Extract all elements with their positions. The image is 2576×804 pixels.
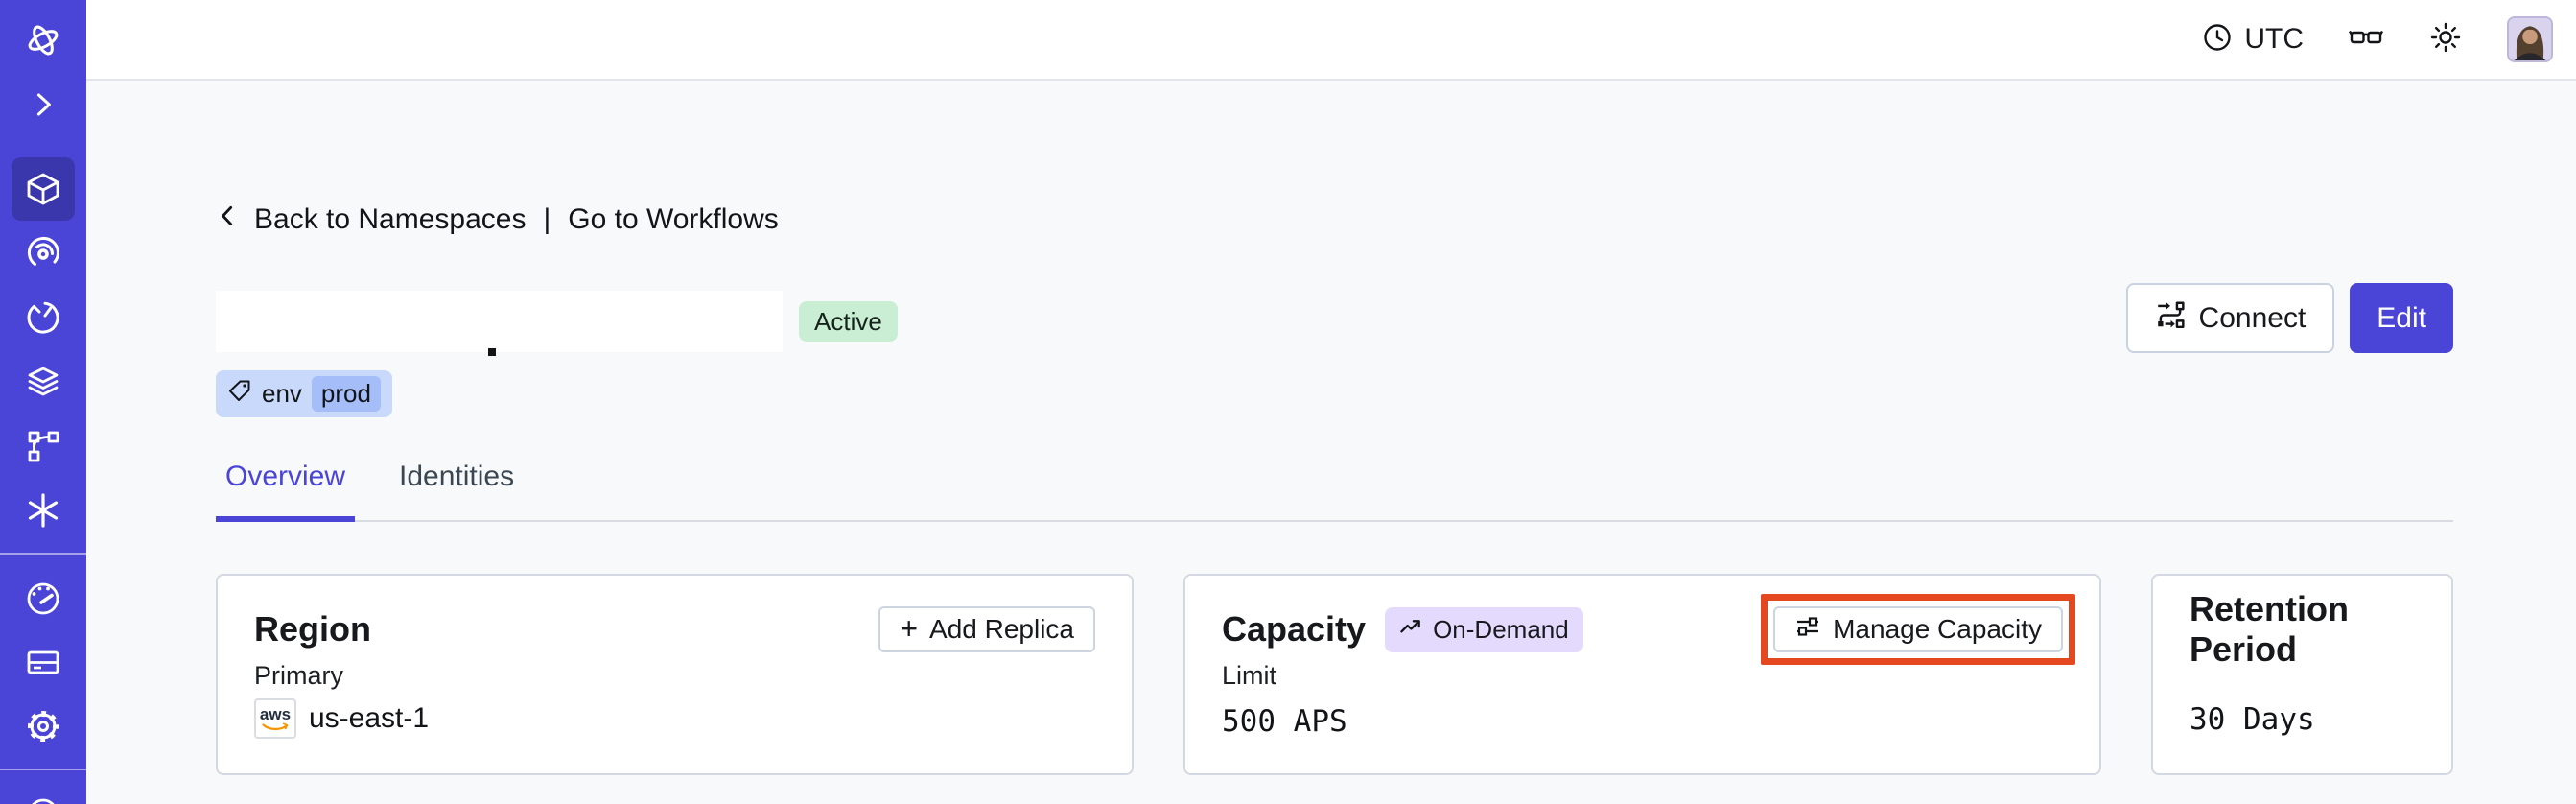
- region-value: us-east-1: [309, 702, 430, 734]
- sidebar-nav: [0, 0, 86, 804]
- region-card: Region + Add Replica Primary aws: [216, 574, 1134, 775]
- sidebar-item-logo[interactable]: [12, 9, 75, 72]
- chevron-left-icon: [216, 203, 241, 236]
- aws-logo-text: aws: [259, 704, 292, 723]
- sidebar-item-billing[interactable]: [12, 630, 75, 694]
- sidebar-divider-bottom: [0, 769, 86, 770]
- gear-icon: [22, 705, 64, 747]
- sliders-icon: [1794, 613, 1821, 647]
- credit-card-icon: [22, 641, 64, 683]
- tag-key-label: env: [262, 379, 302, 408]
- status-badge: Active: [799, 301, 898, 342]
- capacity-value: 500 APS: [1222, 704, 1347, 739]
- tab-identities[interactable]: Identities: [399, 461, 515, 492]
- connect-flow-icon: [2155, 299, 2186, 338]
- capacity-card: Capacity On-Demand: [1183, 574, 2101, 775]
- chevron-right-icon: [24, 85, 62, 124]
- region-card-title: Region: [254, 609, 371, 649]
- sidebar-item-workflows[interactable]: [12, 222, 75, 285]
- go-to-workflows-link[interactable]: Go to Workflows: [568, 203, 779, 236]
- aws-smile-icon: [262, 721, 289, 730]
- on-demand-badge: On-Demand: [1385, 606, 1583, 652]
- edit-button-label: Edit: [2377, 301, 2426, 334]
- sidebar-expand-button[interactable]: [12, 73, 75, 136]
- tags-row: env prod: [216, 370, 2453, 417]
- plus-icon: +: [900, 610, 919, 646]
- top-bar: UTC: [86, 0, 2576, 81]
- timezone-selector[interactable]: UTC: [2202, 22, 2304, 58]
- sidebar-item-batch[interactable]: [12, 350, 75, 414]
- retention-value: 30 Days: [2190, 702, 2315, 737]
- user-avatar[interactable]: [2507, 16, 2553, 62]
- glasses-icon: [2348, 23, 2384, 57]
- namespace-title-redacted: [216, 291, 783, 352]
- tag-value-chip: prod: [311, 376, 381, 412]
- connect-button-label: Connect: [2198, 301, 2307, 334]
- spiral-icon: [22, 232, 64, 274]
- branch-icon: [22, 425, 64, 467]
- capacity-field-label: Limit: [1222, 661, 1277, 690]
- timezone-label: UTC: [2244, 23, 2304, 55]
- aws-provider-badge: aws: [254, 698, 296, 739]
- support-icon: [22, 792, 64, 804]
- sidebar-item-nexus[interactable]: [12, 479, 75, 542]
- sidebar-item-usage[interactable]: [12, 566, 75, 629]
- temporal-logo-icon: [21, 18, 65, 62]
- overview-cards: Region + Add Replica Primary aws: [216, 574, 2453, 775]
- on-demand-label: On-Demand: [1433, 615, 1569, 644]
- tag-icon: [227, 378, 252, 410]
- manage-capacity-button[interactable]: Manage Capacity: [1773, 606, 2063, 652]
- sidebar-divider: [0, 553, 86, 555]
- theme-toggle[interactable]: [2428, 20, 2463, 59]
- asterisk-icon: [22, 489, 64, 532]
- sidebar-item-support[interactable]: [12, 782, 75, 804]
- manage-capacity-label: Manage Capacity: [1833, 614, 2042, 644]
- sidebar-item-namespaces[interactable]: [12, 157, 75, 221]
- brightness-icon: [2428, 20, 2463, 59]
- breadcrumb-back-label: Back to Namespaces: [254, 203, 527, 235]
- breadcrumb-workflows-label: Go to Workflows: [568, 203, 779, 235]
- tab-bar: Overview Identities: [216, 461, 2453, 522]
- back-to-namespaces-link[interactable]: Back to Namespaces: [216, 203, 526, 236]
- add-replica-button[interactable]: + Add Replica: [878, 606, 1095, 652]
- page-content: Back to Namespaces | Go to Workflows Act…: [86, 81, 2576, 775]
- layers-icon: [22, 361, 64, 403]
- edit-button[interactable]: Edit: [2350, 283, 2453, 353]
- timer-icon: [22, 296, 64, 339]
- breadcrumb: Back to Namespaces | Go to Workflows: [216, 203, 2453, 236]
- retention-card-title: Retention Period: [2190, 589, 2349, 669]
- namespace-title-row: Active: [216, 283, 2453, 356]
- capacity-card-title: Capacity: [1222, 609, 1367, 649]
- redacted-text-remnant: [488, 348, 496, 356]
- tab-overview[interactable]: Overview: [216, 461, 356, 522]
- env-tag-badge: env prod: [216, 370, 392, 417]
- clock-icon: [2202, 22, 2233, 58]
- breadcrumb-separator: |: [543, 203, 551, 235]
- sidebar-item-deployments[interactable]: [12, 414, 75, 478]
- sidebar-item-settings[interactable]: [12, 695, 75, 758]
- sidebar-item-schedules[interactable]: [12, 286, 75, 349]
- trending-up-icon: [1399, 616, 1423, 644]
- cube-icon: [22, 168, 64, 210]
- gauge-icon: [22, 577, 64, 619]
- add-replica-label: Add Replica: [929, 614, 1074, 644]
- region-field-label: Primary: [254, 661, 343, 690]
- retention-card: Retention Period 30 Days: [2151, 574, 2453, 775]
- connect-button[interactable]: Connect: [2125, 283, 2335, 353]
- labs-toggle[interactable]: [2348, 23, 2384, 57]
